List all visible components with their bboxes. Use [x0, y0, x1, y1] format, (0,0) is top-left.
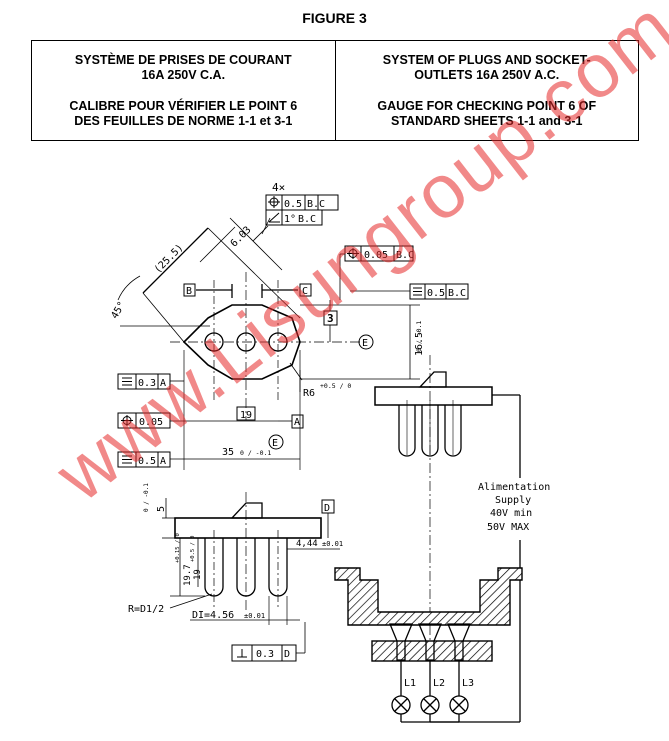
datum-a-1: A [160, 378, 166, 389]
header-en-line1: SYSTEM OF PLUGS AND SOCKET- [382, 52, 591, 67]
dim-45: 45° [109, 300, 128, 321]
datum-b: B [186, 286, 192, 297]
header-fr-line4: DES FEUILLES DE NORME 1-1 et 3-1 [74, 113, 293, 128]
supply-min: 40V min [490, 508, 532, 519]
gauge-side-view [162, 492, 340, 662]
lamp-l3-label: L3 [462, 678, 474, 689]
plug-face-view [117, 194, 469, 470]
tol-19b: +0.5 / 0 [190, 536, 196, 563]
header-cell-english: SYSTEM OF PLUGS AND SOCKET- OUTLETS 16A … [336, 41, 639, 140]
header-en-line3: GAUGE FOR CHECKING POINT 6 OF [377, 98, 597, 113]
tol-35: 0 / -0.1 [240, 449, 271, 457]
dim-5: 5 [156, 506, 167, 512]
header-table: SYSTÈME DE PRISES DE COURANT 16A 250V C.… [31, 40, 639, 141]
dim-di: DI=4.56 [192, 610, 234, 621]
tol-pos-005-b: 0.05 [139, 417, 163, 428]
tol-angle: 1° [284, 214, 296, 225]
header-fr-line2: 16A 250V C.A. [141, 67, 226, 82]
dim-19: 19 [240, 410, 252, 421]
header-cell-french: SYSTÈME DE PRISES DE COURANT 16A 250V C.… [32, 41, 336, 140]
tol-di: ±0.01 [244, 612, 265, 620]
lamp-l1-icon [391, 695, 411, 715]
label-e-2: E [272, 438, 278, 449]
datum-d-2: D [284, 649, 290, 660]
tol-pos-005: 0.05 [364, 250, 388, 261]
header-en-line4: STANDARD SHEETS 1-1 and 3-1 [391, 113, 583, 128]
datum-bc-3: B.C [396, 250, 414, 261]
datum-c: C [302, 286, 308, 297]
datum-bc-4: B.C [448, 288, 466, 299]
dim-35: 35 [222, 447, 234, 458]
lamp-l2-label: L2 [433, 678, 445, 689]
tol-165: 0 / -0.1 [415, 321, 423, 352]
dim-444: 4,44 [296, 539, 318, 549]
datum-a-3: A [160, 456, 166, 467]
tol-444: ±0.01 [322, 540, 343, 548]
header-en-line2: OUTLETS 16A 250V A.C. [414, 67, 560, 82]
header-fr-line3: CALIBRE POUR VÉRIFIER LE POINT 6 [69, 98, 298, 113]
datum-bc-1: B.C [307, 199, 325, 210]
dim-255: (25.5) [152, 242, 185, 275]
label-count-4x: 4× [272, 181, 285, 194]
tol-perp: 0.3 [256, 649, 274, 660]
tol-r6: +0.5 / 0 [320, 382, 351, 390]
dim-r: R=D1/2 [128, 604, 164, 615]
lamp-l2-icon [420, 695, 440, 715]
dim-603: 6.03 [229, 225, 254, 250]
datum-a-2: A [294, 417, 300, 428]
dim-165: 16.5 [414, 332, 425, 356]
tol-sym-05-b: 0.5 [138, 456, 156, 467]
tol-sym-03: 0.3 [138, 378, 156, 389]
tol-197: +0.15 / 0 [175, 533, 181, 563]
label-e: E [362, 338, 368, 349]
tol-pos-05: 0.5 [284, 199, 302, 210]
supply-max: 50V MAX [487, 522, 529, 533]
header-fr-line1: SYSTÈME DE PRISES DE COURANT [74, 52, 292, 67]
lamp-l3-icon [449, 695, 469, 715]
dim-r6: R6 [303, 388, 315, 399]
label-3: 3 [327, 312, 334, 325]
tol-5: 0 / -0.1 [143, 483, 150, 512]
tol-sym-05: 0.5 [427, 288, 445, 299]
dim-19b: 19 [193, 569, 203, 580]
lamp-l1-label: L1 [404, 678, 416, 689]
dim-197: 19.7 [183, 564, 193, 586]
supply-label-en: Supply [495, 495, 531, 506]
test-assembly [334, 355, 566, 723]
figure-title: FIGURE 3 [302, 10, 367, 26]
datum-bc-2: B.C [298, 214, 316, 225]
datum-d: D [324, 503, 330, 514]
supply-label-fr: Alimentation [478, 482, 550, 493]
